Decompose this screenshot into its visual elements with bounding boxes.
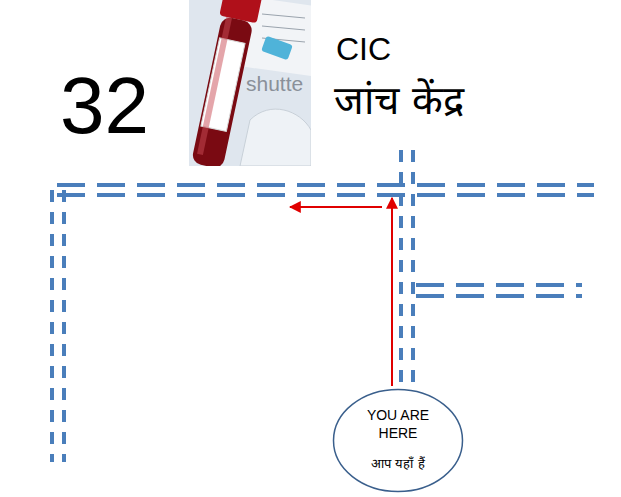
- corridor-lines: [52, 150, 594, 462]
- node-text: YOU ARE HERE: [356, 407, 440, 442]
- blood-tube-photo: [189, 0, 311, 166]
- route-arrow: [290, 206, 382, 208]
- room-number: 32: [60, 62, 149, 150]
- node-text: आप यहाँ हैं: [356, 456, 440, 472]
- route-arrow: [391, 198, 393, 386]
- you-are-here-circle: YOU ARE HERE आप यहाँ हैं: [332, 388, 464, 493]
- department-name: जांच केंद्र: [334, 78, 464, 122]
- department-code: CIC: [336, 32, 391, 67]
- watermark: shutte: [246, 72, 303, 95]
